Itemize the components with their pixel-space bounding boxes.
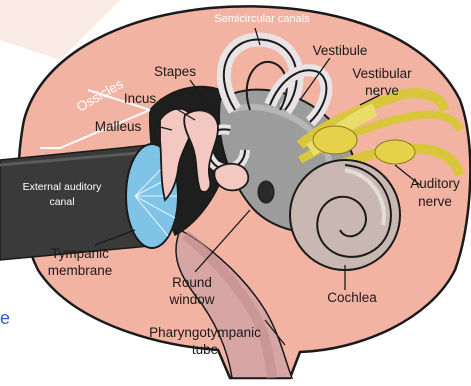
label-external-auditory-canal-line1: External auditory <box>23 181 103 193</box>
label-pharyngotympanic-tube-line1: Pharyngotympanic <box>149 325 261 340</box>
round-window <box>258 181 274 203</box>
label-vestibular-nerve-line2: nerve <box>365 83 399 98</box>
label-stapes: Stapes <box>154 64 196 79</box>
label-pharyngotympanic-tube-line2: tube <box>192 342 218 357</box>
label-external-auditory-canal-line2: canal <box>49 196 74 208</box>
label-vestibular-nerve-line1: Vestibular <box>352 66 412 81</box>
label-round-window-line1: Round <box>172 275 212 290</box>
label-auditory-nerve-line2: nerve <box>418 194 452 209</box>
stapes-bone <box>214 164 248 191</box>
label-vestibule: Vestibule <box>313 43 368 58</box>
label-round-window-line2: window <box>168 292 214 307</box>
label-incus: Incus <box>124 91 157 106</box>
label-auditory-nerve-line1: Auditory <box>410 176 460 191</box>
cochlea <box>290 160 400 270</box>
label-tympanic-membrane-line2: membrane <box>48 263 113 278</box>
label-tympanic-membrane-line1: Tympanic <box>51 246 109 261</box>
label-cochlea: Cochlea <box>327 290 377 305</box>
label-semicircular-canals: Semicircular canals <box>214 13 310 25</box>
label-malleus: Malleus <box>95 119 142 134</box>
edge-text: e <box>0 308 10 328</box>
